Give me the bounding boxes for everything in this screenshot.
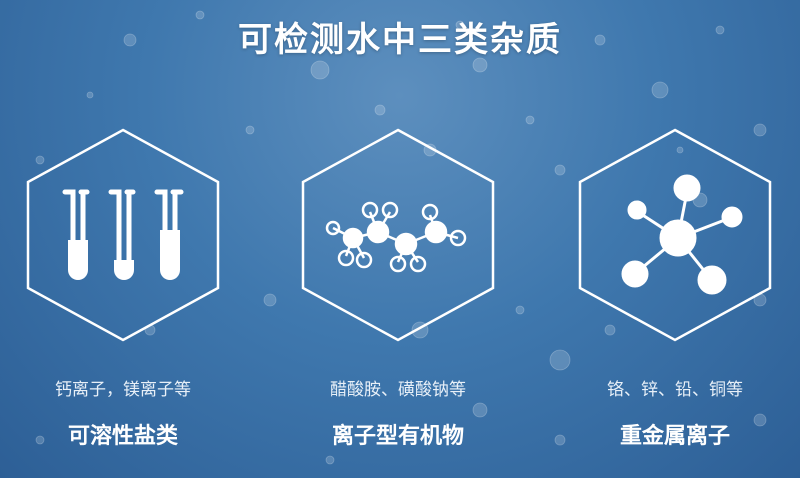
test-tubes-icon: [62, 189, 184, 280]
molecule-chain-icon: [325, 201, 467, 273]
card-name: 离子型有机物: [331, 424, 464, 449]
page-title: 可检测水中三类杂质: [238, 20, 562, 60]
card-soluble-salts: [23, 120, 223, 350]
hexagon-frame: [26, 128, 220, 342]
card-subtitle: 醋酸胺、磺酸钠等: [330, 380, 466, 400]
card-heavy-metal-ions: [575, 120, 775, 350]
hexagon-frame: [301, 128, 495, 342]
card-subtitle: 铬、锌、铅、铜等: [607, 380, 743, 400]
molecule-cluster-icon: [621, 174, 743, 295]
card-name: 重金属离子: [619, 424, 730, 449]
card-subtitle: 钙离子，镁离子等: [55, 380, 191, 400]
hexagon-frame: [578, 128, 772, 342]
card-ionic-organics: [298, 120, 498, 350]
card-name: 可溶性盐类: [67, 424, 178, 449]
